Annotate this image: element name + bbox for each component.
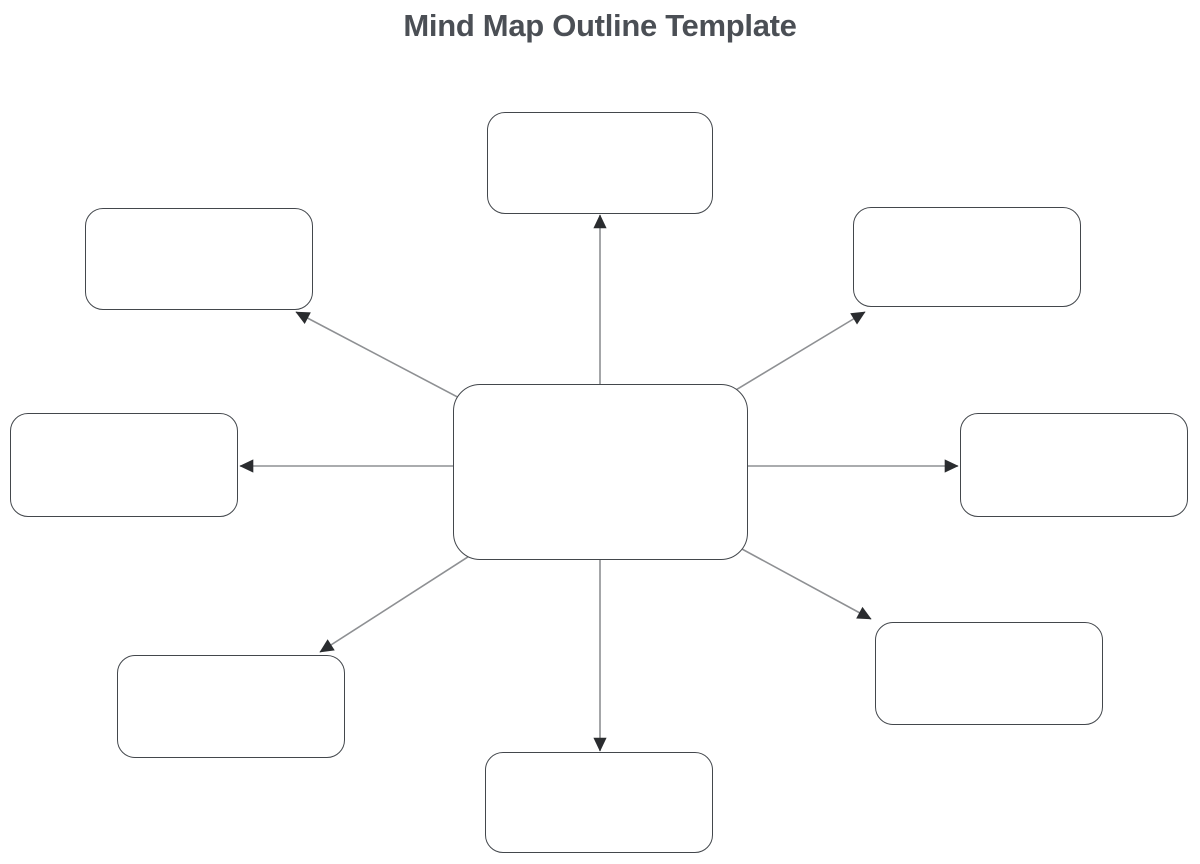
subtopic-node-right[interactable] [960, 413, 1188, 517]
subtopic-node-bottom-right[interactable] [875, 622, 1103, 725]
subtopic-node-top-left[interactable] [85, 208, 313, 310]
page-title: Mind Map Outline Template [403, 8, 797, 43]
subtopic-node-top[interactable] [487, 112, 713, 214]
subtopic-node-bottom-left[interactable] [117, 655, 345, 758]
subtopic-node-bottom[interactable] [485, 752, 713, 853]
central-topic-node[interactable] [453, 384, 748, 560]
subtopic-node-left[interactable] [10, 413, 238, 517]
subtopic-node-top-right[interactable] [853, 207, 1081, 307]
